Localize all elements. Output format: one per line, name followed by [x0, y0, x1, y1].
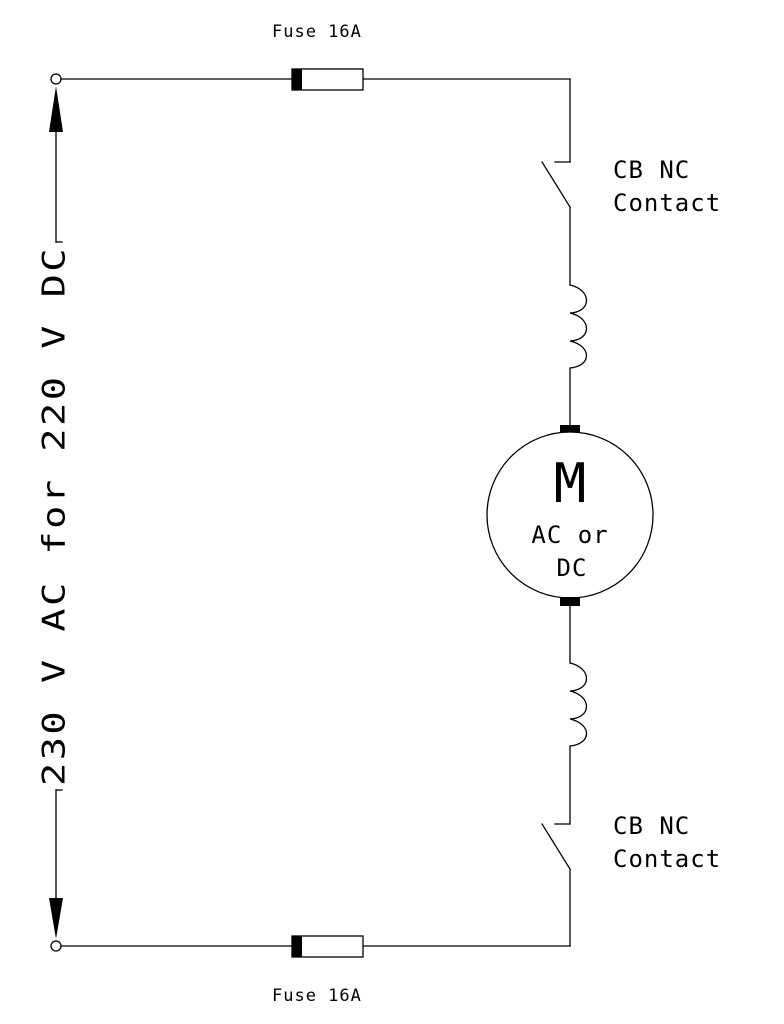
fuse-top-label: Fuse 16A [272, 22, 362, 42]
fuse-top [291, 68, 364, 91]
fuse-bottom-label: Fuse 16A [272, 986, 362, 1006]
cb-top-label-line2: Contact [613, 189, 721, 217]
arrow-up-icon [49, 86, 63, 132]
terminal-top [50, 73, 62, 85]
supply-voltage-label: 230 V AC for 220 V DC [37, 246, 73, 786]
terminal-bottom [50, 940, 62, 952]
cb-nc-contact-bottom [541, 823, 571, 870]
cb-top-label-line1: CB NC [613, 156, 690, 184]
coil-top [569, 284, 587, 369]
cb-nc-contact-top [541, 161, 571, 208]
fuse-bottom [291, 935, 364, 958]
motor-type-line2: DC [557, 554, 588, 582]
cb-bottom-label-line2: Contact [613, 845, 721, 873]
motor-type-line1: AC or [531, 521, 608, 549]
motor [486, 425, 654, 606]
supply-dimension-line [55, 129, 63, 901]
cb-bottom-label-line1: CB NC [613, 812, 690, 840]
coil-bottom [569, 662, 587, 747]
motor-letter: M [554, 452, 587, 515]
arrow-down-icon [49, 898, 63, 939]
